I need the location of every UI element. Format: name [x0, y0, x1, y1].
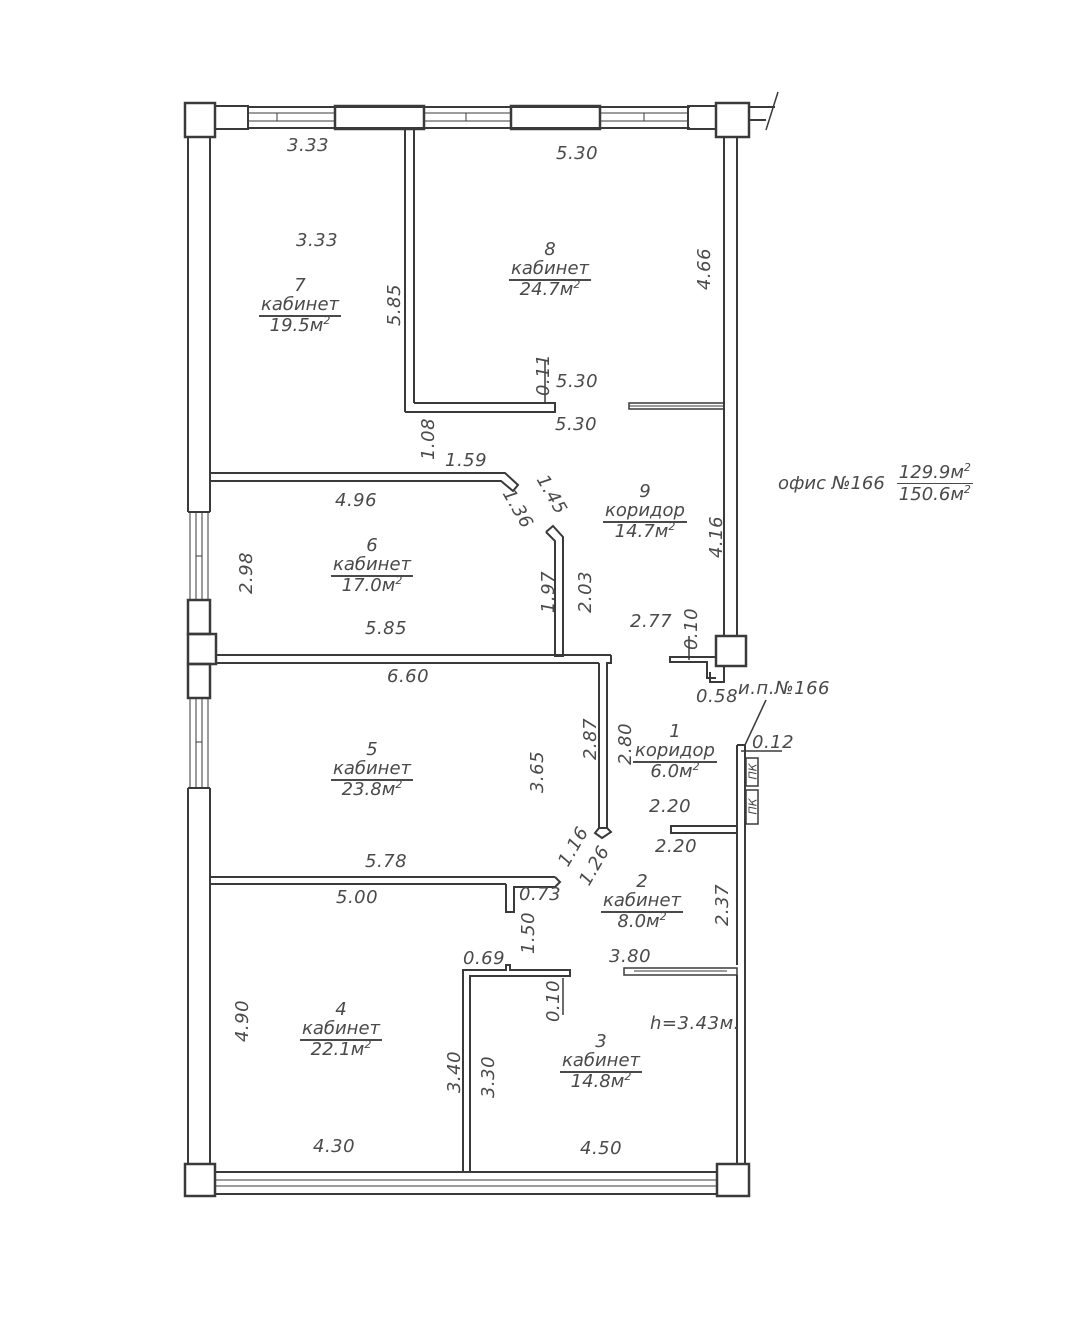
office-summary: офис №166 129.9м2 150.6м2: [778, 461, 973, 505]
room-5-name: кабинет: [330, 758, 414, 782]
dim-012: 0.12: [752, 732, 795, 753]
room-4-name: кабинет: [299, 1018, 383, 1042]
room-6-area: 17.0м: [341, 574, 396, 596]
top-wall: [214, 91, 779, 131]
room-7-number: 7: [294, 275, 306, 296]
pk-box-2: [745, 789, 759, 825]
room-3: 3 кабинет 14.8м2: [551, 1032, 651, 1091]
room-3-name: кабинет: [559, 1050, 643, 1074]
room-2-name: кабинет: [600, 890, 684, 914]
dim-r5-side: 3.65: [527, 750, 549, 794]
room-5-number: 5: [366, 739, 378, 760]
office-area-living: 129.9м: [898, 462, 964, 483]
room-8-name: кабинет: [508, 258, 592, 282]
dim-069: 0.69: [463, 948, 506, 969]
room-2-number: 2: [636, 871, 648, 892]
utility-note: и.п.№166: [738, 678, 830, 699]
dim-150: 1.50: [518, 911, 540, 955]
room-9-area: 14.7м: [614, 520, 669, 542]
dim-wall-010a: 0.10: [681, 607, 703, 651]
room-5: 5 кабинет 23.8м2: [322, 740, 422, 799]
dim-380: 3.80: [609, 946, 652, 967]
dim-280: 2.80: [615, 722, 637, 766]
dim-r7-inner: 3.33: [296, 230, 339, 251]
room-8-area: 24.7м: [519, 278, 574, 300]
dim-r5-bottom: 5.78: [365, 851, 408, 872]
dim-r4-top: 5.00: [336, 887, 379, 908]
dim-r4-bottom: 4.30: [313, 1136, 356, 1157]
room-9-number: 9: [639, 481, 651, 502]
column-top-right: [714, 101, 751, 139]
office-label: офис №166: [778, 472, 885, 494]
column-bottom-left: [183, 1162, 217, 1198]
room-1-area: 6.0м: [650, 760, 693, 782]
column-mid-left: [186, 632, 218, 666]
dim-r8-side: 4.66: [694, 247, 716, 291]
room-1-number: 1: [669, 721, 681, 742]
dim-r8-top: 5.30: [556, 143, 599, 164]
dim-277: 2.77: [630, 611, 673, 632]
room-1-name: коридор: [633, 740, 717, 764]
dim-r1-220a: 2.20: [649, 796, 692, 817]
pk-box-1: [745, 757, 759, 787]
office-area-total: 150.6м: [898, 483, 964, 505]
dim-wall-010b: 0.10: [543, 979, 565, 1023]
room-4-number: 4: [335, 999, 347, 1020]
dim-r8-bottom-inner: 5.30: [556, 371, 599, 392]
room-7-area: 19.5м: [269, 314, 324, 336]
dim-108: 1.08: [418, 417, 440, 461]
pk-label-1: ПК: [746, 763, 760, 780]
dim-r2-side: 2.37: [712, 883, 734, 927]
office-area-fraction: 129.9м2 150.6м2: [896, 461, 973, 505]
dim-r6-side: 2.98: [236, 551, 258, 595]
dim-058: 0.58: [696, 686, 739, 707]
room-7: 7 кабинет 19.5м2: [250, 276, 350, 335]
column-top-left: [183, 101, 217, 139]
room-6-name: кабинет: [330, 554, 414, 578]
room-2-area: 8.0м: [617, 910, 660, 932]
dim-r4-side: 4.90: [232, 999, 254, 1043]
dim-073: 0.73: [519, 884, 562, 905]
room-9: 9 коридор 14.7м2: [595, 482, 695, 541]
room-4: 4 кабинет 22.1м2: [291, 1000, 391, 1059]
dim-340: 3.40: [444, 1050, 466, 1094]
dim-r6-top: 4.96: [335, 490, 378, 511]
dim-r9-side: 4.16: [706, 515, 728, 559]
column-mid-right: [714, 634, 748, 668]
room-6: 6 кабинет 17.0м2: [322, 536, 422, 595]
dim-r6-bottom: 5.85: [365, 618, 408, 639]
room-3-number: 3: [595, 1031, 607, 1052]
dim-197: 1.97: [538, 570, 560, 614]
dim-330: 3.30: [478, 1055, 500, 1099]
dim-r3-bottom: 4.50: [580, 1138, 623, 1159]
room-3-area: 14.8м: [570, 1070, 625, 1092]
dim-203: 2.03: [575, 570, 597, 614]
room-6-number: 6: [366, 535, 378, 556]
ceiling-height: h=3.43м.: [650, 1013, 740, 1034]
room-5-area: 23.8м: [341, 778, 396, 800]
room-7-name: кабинет: [258, 294, 342, 318]
dim-r5-top: 6.60: [387, 666, 430, 687]
pk-label-2: ПК: [746, 798, 760, 815]
dim-r7-top: 3.33: [287, 135, 330, 156]
dim-wall-011: 0.11: [533, 353, 555, 397]
bottom-wall: [215, 1171, 717, 1195]
room-8: 8 кабинет 24.7м2: [500, 240, 600, 299]
dim-r8-bottom-outer: 5.30: [555, 414, 598, 435]
room-4-area: 22.1м: [310, 1038, 365, 1060]
dim-r1-220b: 2.20: [655, 836, 698, 857]
dim-159: 1.59: [445, 450, 488, 471]
room-2: 2 кабинет 8.0м2: [592, 872, 692, 931]
left-wall: [186, 136, 212, 1164]
room-1: 1 коридор 6.0м2: [625, 722, 725, 781]
dim-287: 2.87: [580, 717, 602, 761]
column-bottom-right: [715, 1162, 751, 1198]
dim-r7-side: 5.85: [384, 283, 406, 327]
room-9-name: коридор: [603, 500, 687, 524]
room-8-number: 8: [544, 239, 556, 260]
